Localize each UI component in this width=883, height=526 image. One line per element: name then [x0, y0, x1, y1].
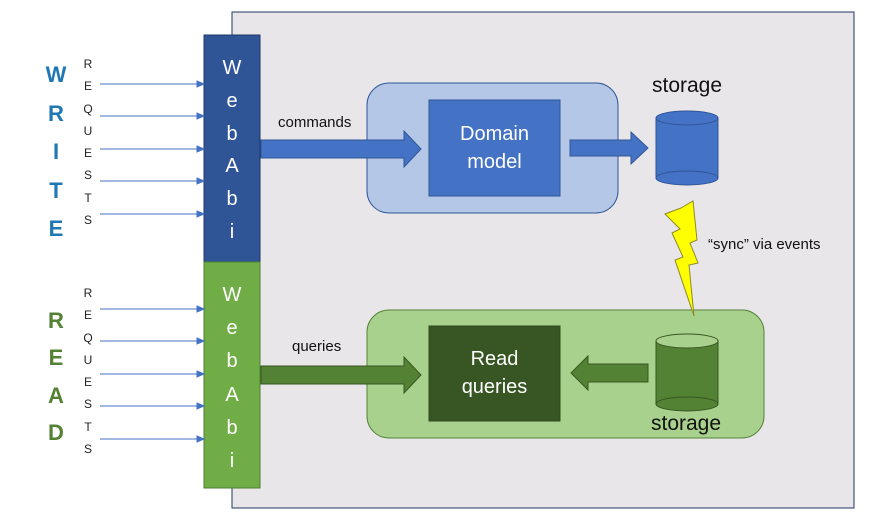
webabi-letter: b	[226, 416, 238, 439]
webabi-letter: i	[229, 220, 235, 243]
webabi-letter: W	[222, 57, 242, 79]
request-letter: S	[83, 441, 92, 456]
webabi-letter: e	[226, 89, 238, 112]
domain-model-line1: Domain	[460, 123, 529, 145]
write-requests-label: R E Q U E S T S	[80, 58, 96, 226]
read-queries-line1: Read	[470, 348, 519, 370]
read-requests-label: R E Q U E S T S	[80, 287, 96, 455]
request-letter: T	[84, 419, 92, 434]
write-letter: R	[48, 100, 64, 126]
request-letter: T	[84, 190, 92, 205]
domain-model-line2: model	[467, 151, 522, 173]
request-letter: R	[83, 57, 93, 71]
domain-model-box	[428, 99, 561, 197]
storage-bottom-label: storage	[651, 412, 722, 435]
request-letter: S	[83, 168, 92, 183]
webabi-letter: W	[222, 284, 242, 306]
commands-label: commands	[278, 114, 352, 131]
read-side-label: R E A D	[44, 310, 68, 444]
webabi-write-bar	[203, 34, 261, 263]
read-letter: D	[48, 419, 64, 445]
queries-label: queries	[292, 338, 342, 355]
write-letter: I	[52, 139, 60, 164]
webabi-read-label: W e b A b i	[204, 285, 260, 471]
read-queries-box	[428, 325, 561, 422]
webabi-letter: A	[225, 155, 239, 178]
request-letter: Q	[83, 101, 93, 116]
request-letter: R	[83, 286, 93, 300]
write-letter: E	[48, 216, 64, 241]
read-queries-text: Read queries	[429, 345, 560, 401]
read-queries-line2: queries	[461, 376, 528, 398]
read-letter: R	[48, 308, 64, 333]
webabi-letter: b	[226, 350, 238, 373]
webabi-letter: i	[229, 449, 235, 472]
request-letter: U	[83, 352, 93, 367]
webabi-letter: e	[226, 317, 238, 340]
webabi-letter: b	[226, 122, 238, 145]
domain-model-text: Domain model	[429, 120, 560, 176]
read-letter: A	[48, 382, 64, 408]
write-letter: T	[49, 177, 63, 203]
request-letter: E	[83, 79, 92, 94]
request-letter: Q	[83, 330, 93, 345]
domain-to-storage-arrow	[569, 130, 649, 166]
write-letter: W	[45, 62, 67, 87]
request-letter: S	[83, 397, 92, 412]
webabi-write-label: W e b A b i	[204, 58, 260, 242]
webabi-read-bar	[203, 261, 261, 489]
queries-arrow	[260, 355, 422, 395]
storage-bottom-cylinder	[655, 333, 719, 412]
commands-arrow	[260, 129, 422, 169]
storage-top-cylinder	[655, 110, 719, 186]
request-letter: E	[83, 375, 92, 390]
read-letter: E	[48, 345, 64, 371]
storage-top-label: storage	[652, 74, 723, 97]
request-letter: U	[83, 123, 93, 138]
webabi-letter: A	[225, 383, 239, 406]
write-request-arrows	[100, 80, 206, 218]
storage-to-read-arrow	[570, 354, 649, 392]
read-request-arrows	[100, 305, 206, 443]
request-letter: E	[83, 146, 92, 161]
request-letter: E	[83, 308, 92, 323]
webabi-letter: b	[226, 188, 238, 211]
lightning-bolt-icon	[664, 200, 699, 317]
request-letter: S	[83, 212, 92, 227]
write-side-label: W R I T E	[44, 64, 68, 240]
sync-label: “sync” via events	[708, 236, 821, 253]
